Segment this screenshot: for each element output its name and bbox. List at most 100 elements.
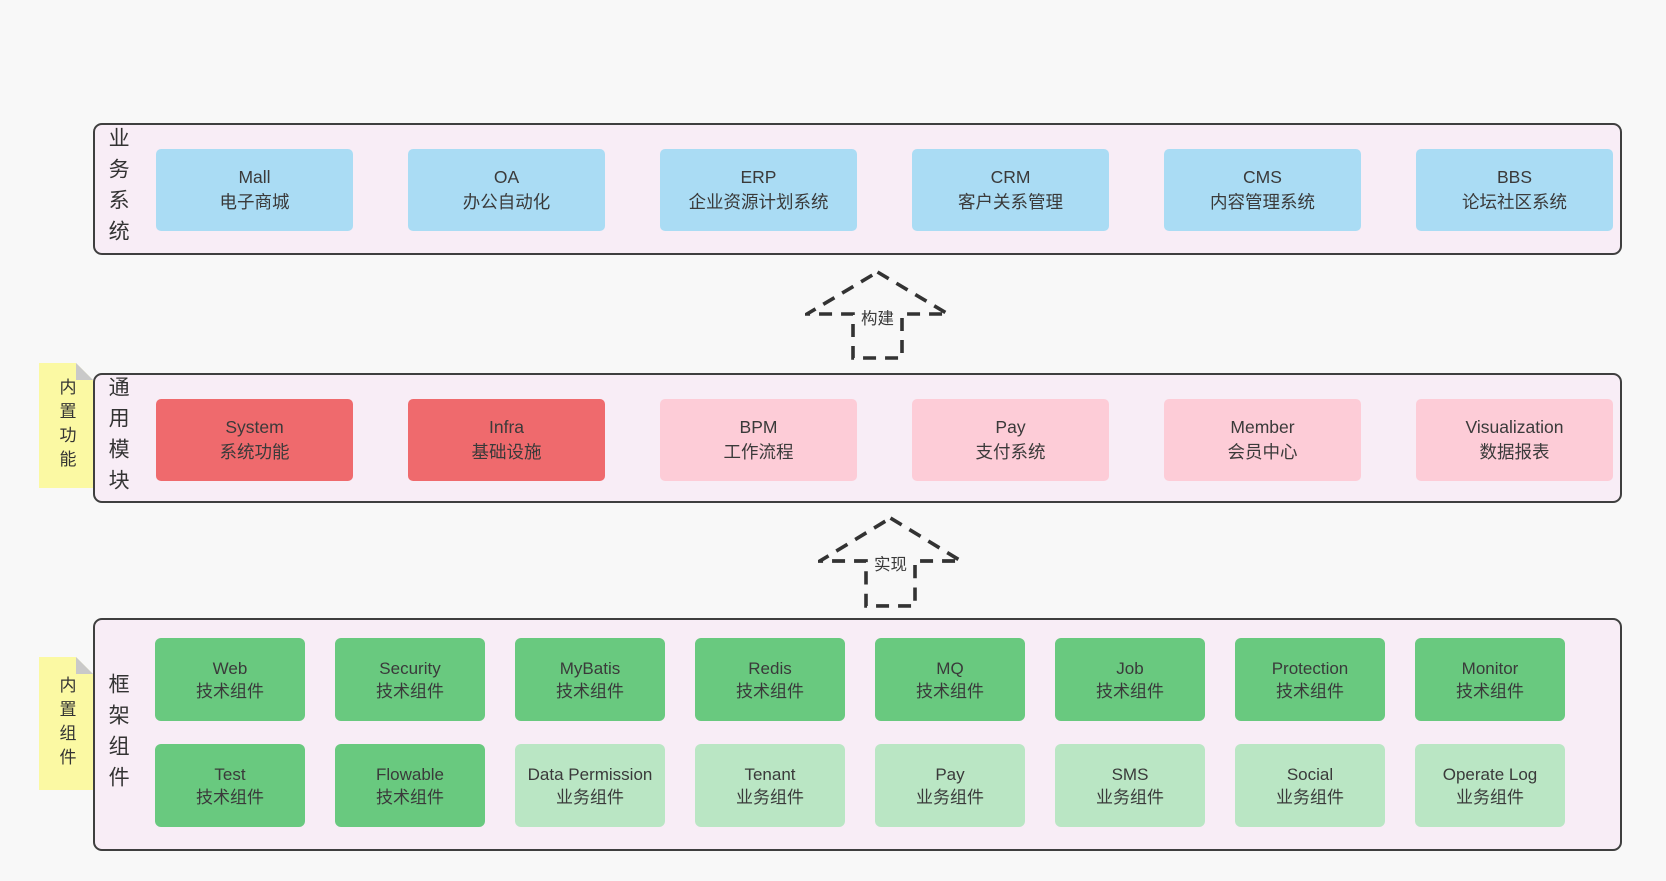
- component-box-test: Test 技术组件: [155, 744, 305, 827]
- module-box-system: System 系统功能: [156, 399, 353, 481]
- component-title: Operate Log: [1442, 764, 1538, 784]
- module-title: OA: [493, 167, 520, 187]
- module-title: Member: [1230, 417, 1295, 437]
- module-subtitle: 会员中心: [1227, 442, 1298, 462]
- module-box-oa: OA 办公自动化: [408, 149, 605, 231]
- component-title: Pay: [935, 764, 965, 784]
- component-box-social: Social 业务组件: [1235, 744, 1385, 827]
- component-title: Web: [212, 658, 248, 678]
- component-subtitle: 业务组件: [916, 787, 984, 807]
- component-box-mybatis: MyBatis 技术组件: [515, 638, 665, 721]
- component-box-data-permission: Data Permission 业务组件: [515, 744, 665, 827]
- module-box-crm: CRM 客户关系管理: [912, 149, 1109, 231]
- component-box-operate-log: Operate Log 业务组件: [1415, 744, 1565, 827]
- module-box-bpm: BPM 工作流程: [660, 399, 857, 481]
- module-title: Pay: [995, 417, 1026, 437]
- component-subtitle: 业务组件: [1456, 787, 1524, 807]
- component-title: Job: [1116, 658, 1144, 678]
- module-subtitle: 电子商城: [219, 192, 290, 212]
- component-subtitle: 业务组件: [1096, 787, 1164, 807]
- module-title: System: [225, 417, 284, 437]
- component-subtitle: 技术组件: [1276, 681, 1344, 701]
- module-subtitle: 企业资源计划系统: [688, 192, 829, 212]
- module-box-infra: Infra 基础设施: [408, 399, 605, 481]
- component-title: Redis: [748, 658, 792, 678]
- sticky-note-text: 内置功能: [56, 377, 76, 474]
- module-subtitle: 支付系统: [975, 442, 1046, 462]
- component-title: SMS: [1111, 764, 1149, 784]
- sticky-note-builtin-components: 内置组件: [39, 657, 93, 790]
- component-subtitle: 技术组件: [1456, 681, 1524, 701]
- component-subtitle: 技术组件: [376, 787, 444, 807]
- band-business-systems-label: 业务系统: [106, 127, 130, 251]
- component-title: Social: [1286, 764, 1334, 784]
- component-title: Data Permission: [527, 764, 653, 784]
- module-title: BPM: [739, 417, 778, 437]
- component-box-redis: Redis 技术组件: [695, 638, 845, 721]
- module-subtitle: 内容管理系统: [1210, 192, 1315, 212]
- band-common-modules-label: 通用模块: [106, 376, 130, 500]
- component-title: Monitor: [1461, 658, 1519, 678]
- common-modules-row: System 系统功能 Infra 基础设施 BPM 工作流程 Pay 支付系统…: [156, 399, 1613, 481]
- module-box-bbs: BBS 论坛社区系统: [1416, 149, 1613, 231]
- block-arrow-up-icon: [805, 270, 950, 360]
- module-title: CMS: [1243, 167, 1282, 187]
- framework-components-row-1: Web 技术组件 Security 技术组件 MyBatis 技术组件 Redi…: [155, 638, 1565, 721]
- module-title: Mall: [238, 167, 271, 187]
- component-title: Flowable: [375, 764, 445, 784]
- component-box-flowable: Flowable 技术组件: [335, 744, 485, 827]
- component-title: Test: [214, 764, 246, 784]
- module-box-cms: CMS 内容管理系统: [1164, 149, 1361, 231]
- component-subtitle: 技术组件: [376, 681, 444, 701]
- module-subtitle: 客户关系管理: [958, 192, 1063, 212]
- component-box-protection: Protection 技术组件: [1235, 638, 1385, 721]
- component-subtitle: 技术组件: [196, 787, 264, 807]
- folded-corner-icon: [76, 657, 93, 674]
- arrow-implement: 实现: [818, 516, 963, 608]
- component-box-security: Security 技术组件: [335, 638, 485, 721]
- module-box-visualization: Visualization 数据报表: [1416, 399, 1613, 481]
- module-title: BBS: [1496, 167, 1533, 187]
- arrow-implement-label: 实现: [871, 550, 910, 576]
- module-subtitle: 基础设施: [471, 442, 542, 462]
- module-box-erp: ERP 企业资源计划系统: [660, 149, 857, 231]
- sticky-note-text: 内置组件: [56, 675, 76, 772]
- framework-components-row-2: Test 技术组件 Flowable 技术组件 Data Permission …: [155, 744, 1565, 827]
- band-business-systems: 业务系统 Mall 电子商城 OA 办公自动化 ERP 企业资源计划系统 CRM…: [93, 123, 1622, 255]
- component-box-tenant: Tenant 业务组件: [695, 744, 845, 827]
- module-title: CRM: [990, 167, 1031, 187]
- component-subtitle: 技术组件: [196, 681, 264, 701]
- component-title: Protection: [1271, 658, 1349, 678]
- component-box-job: Job 技术组件: [1055, 638, 1205, 721]
- module-box-mall: Mall 电子商城: [156, 149, 353, 231]
- module-subtitle: 论坛社区系统: [1462, 192, 1567, 212]
- component-box-sms: SMS 业务组件: [1055, 744, 1205, 827]
- component-subtitle: 技术组件: [1096, 681, 1164, 701]
- component-subtitle: 业务组件: [556, 787, 624, 807]
- folded-corner-icon: [76, 363, 93, 380]
- component-subtitle: 业务组件: [736, 787, 804, 807]
- component-box-mq: MQ 技术组件: [875, 638, 1025, 721]
- arrow-build: 构建: [805, 270, 950, 360]
- module-title: Infra: [488, 417, 525, 437]
- component-box-monitor: Monitor 技术组件: [1415, 638, 1565, 721]
- component-subtitle: 业务组件: [1276, 787, 1344, 807]
- arrow-build-label: 构建: [858, 304, 897, 330]
- component-subtitle: 技术组件: [736, 681, 804, 701]
- block-arrow-up-icon: [818, 516, 963, 608]
- module-subtitle: 工作流程: [723, 442, 794, 462]
- module-subtitle: 数据报表: [1479, 442, 1550, 462]
- component-box-pay: Pay 业务组件: [875, 744, 1025, 827]
- module-box-member: Member 会员中心: [1164, 399, 1361, 481]
- band-framework-components: 框架组件 Web 技术组件 Security 技术组件 MyBatis 技术组件…: [93, 618, 1622, 851]
- sticky-note-builtin-features: 内置功能: [39, 363, 93, 488]
- component-subtitle: 技术组件: [916, 681, 984, 701]
- module-title: ERP: [740, 167, 777, 187]
- component-title: Tenant: [744, 764, 796, 784]
- business-systems-row: Mall 电子商城 OA 办公自动化 ERP 企业资源计划系统 CRM 客户关系…: [156, 149, 1613, 231]
- band-common-modules: 通用模块 System 系统功能 Infra 基础设施 BPM 工作流程 Pay…: [93, 373, 1622, 503]
- component-box-web: Web 技术组件: [155, 638, 305, 721]
- module-subtitle: 办公自动化: [462, 192, 551, 212]
- module-title: Visualization: [1465, 417, 1564, 437]
